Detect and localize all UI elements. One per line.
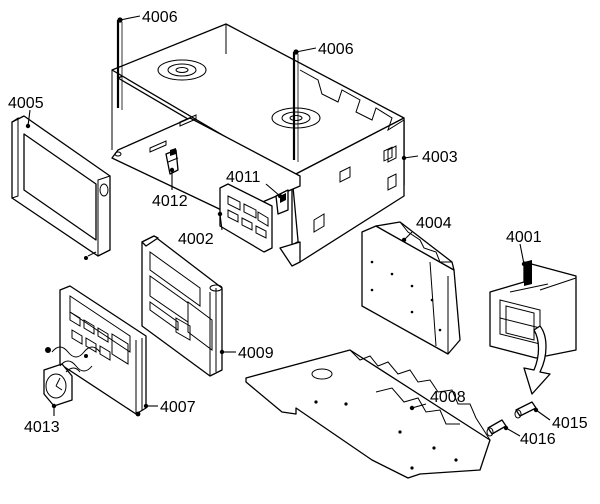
control-panel-4007 [59,285,147,417]
callout-4007: 4007 [160,399,196,416]
callout-4008: 4008 [430,389,466,406]
timer-clock-4013 [43,346,101,407]
rod-4006-right [292,49,299,162]
fastener-4016 [486,419,507,437]
control-housing-4009 [141,235,223,377]
callout-4011: 4011 [226,169,261,186]
callout-4009: 4009 [238,345,274,362]
door-panel-4005 [11,115,111,260]
callout-4016: 4016 [520,431,556,448]
assembly-arrow [523,325,551,395]
callout-4013: 4013 [24,419,60,436]
fastener-4015 [514,401,537,419]
callout-4006-right: 4006 [318,41,354,58]
callout-4006-left: 4006 [142,9,178,26]
callout-4012: 4012 [152,193,188,210]
circuit-board-4002 [219,183,273,253]
callout-4002: 4002 [178,231,214,248]
side-panel-4004 [361,221,461,355]
callout-4004: 4004 [416,215,452,232]
callout-4005: 4005 [8,95,44,112]
component-4001 [489,260,577,359]
callout-4001: 4001 [506,229,542,246]
rod-4006-left [116,17,123,110]
callout-4003: 4003 [422,149,458,166]
base-plate-4008 [245,349,491,479]
callout-4015: 4015 [552,415,588,432]
leader-lines [25,15,551,437]
bracket-4012 [165,148,179,175]
cabinet-wrapper-4003 [111,23,405,267]
